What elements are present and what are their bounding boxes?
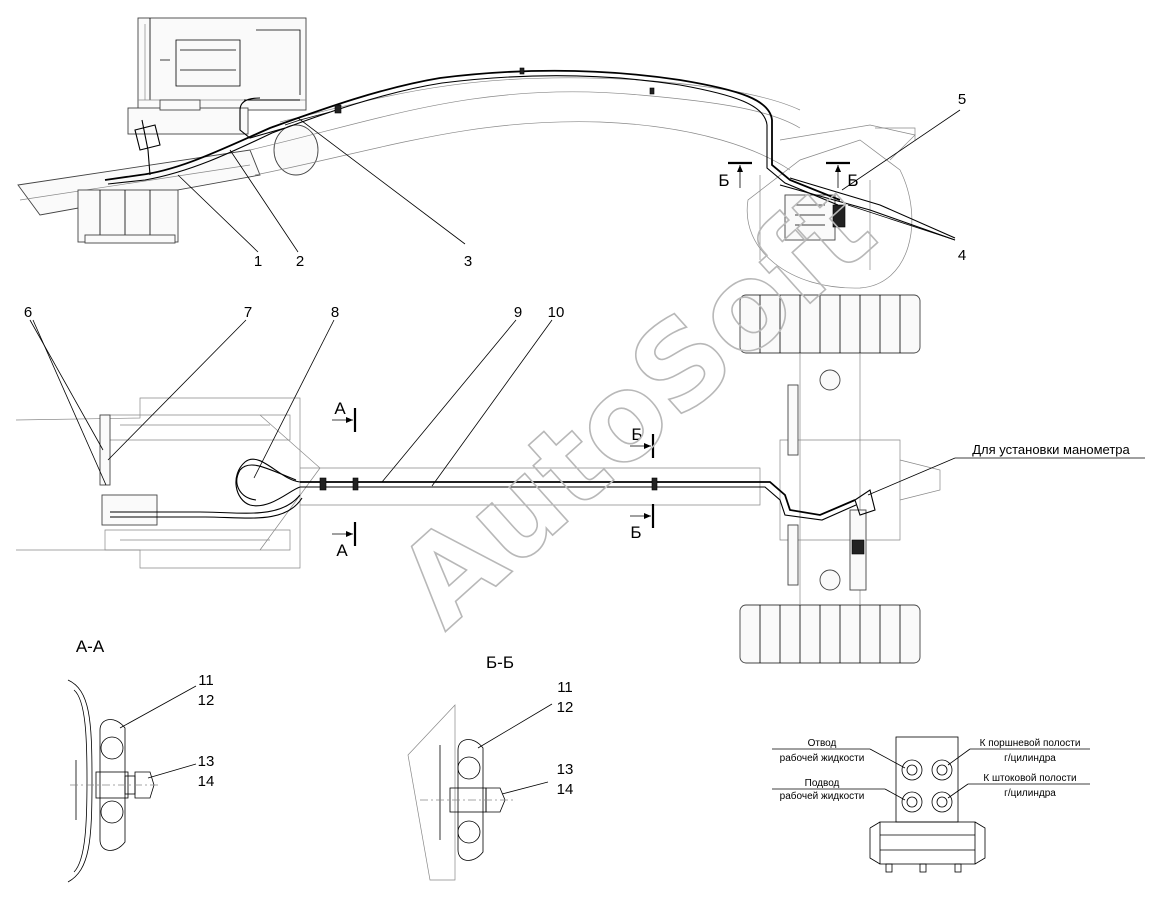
outlet-label-line1: Отвод <box>808 738 837 749</box>
bb-callout-14: 14 <box>557 781 574 798</box>
section-aa-detail <box>67 679 197 883</box>
plan-front-frame <box>15 397 761 569</box>
side-leaders <box>177 109 961 253</box>
callout-1: 1 <box>254 253 262 270</box>
main-frame <box>249 77 801 176</box>
manometer-label: Для установки манометра <box>972 442 1130 457</box>
plan-view <box>15 294 1145 664</box>
aa-callout-12: 12 <box>198 692 215 709</box>
bb-callout-12: 12 <box>557 699 574 716</box>
aa-callout-14: 14 <box>198 773 215 790</box>
rear-axle <box>739 294 941 664</box>
callout-8: 8 <box>331 304 339 321</box>
callout-9: 9 <box>514 304 522 321</box>
callout-4: 4 <box>958 247 966 264</box>
section-letter-b-side-right: Б <box>847 171 858 190</box>
cab <box>127 17 307 135</box>
outlet-label-line2: рабочей жидкости <box>780 752 865 764</box>
section-letter-a-top: А <box>334 399 346 418</box>
aa-callout-13: 13 <box>198 753 215 770</box>
section-titles: А-А Б-Б <box>76 637 514 672</box>
side-hoses <box>104 67 956 241</box>
callout-5: 5 <box>958 91 966 108</box>
callout-6: 6 <box>24 304 32 321</box>
aa-callout-11: 11 <box>198 672 214 689</box>
bb-callout-13: 13 <box>557 761 574 778</box>
section-title-aa: А-А <box>76 637 105 656</box>
section-letter-a-bottom: А <box>336 541 348 560</box>
rod-label-line1: К штоковой полости <box>983 773 1076 784</box>
callout-numbers: 1 2 3 4 5 6 7 8 9 10 11 12 13 14 11 12 1… <box>24 91 966 798</box>
side-view <box>17 17 961 289</box>
section-letter-b-plan-top: Б <box>631 425 642 444</box>
valve-block-detail <box>772 736 1090 873</box>
front-frame <box>17 124 319 244</box>
section-marks-side <box>728 161 850 188</box>
piston-label-line2: г/цилиндра <box>1004 753 1056 764</box>
inlet-label-line2: рабочей жидкости <box>780 790 865 802</box>
detail-labels: Для установки манометра Отвод рабочей жи… <box>780 442 1131 802</box>
callout-10: 10 <box>548 304 565 321</box>
section-letter-b-plan-bottom: Б <box>630 523 641 542</box>
section-letter-b-side-left: Б <box>718 171 729 190</box>
section-letters: Б Б А А Б Б <box>334 171 858 560</box>
section-title-bb: Б-Б <box>486 653 514 672</box>
section-bb-detail <box>407 703 553 881</box>
callout-7: 7 <box>244 304 252 321</box>
rear-housing <box>746 124 916 289</box>
section-marks-plan <box>332 408 655 546</box>
plan-leaders <box>29 319 1145 496</box>
plan-hoses <box>110 458 876 521</box>
callout-3: 3 <box>464 253 472 270</box>
inlet-label-line1: Подвод <box>805 778 840 789</box>
rod-label-line2: г/цилиндра <box>1004 788 1056 799</box>
bb-callout-11: 11 <box>557 679 573 696</box>
callout-2: 2 <box>296 253 304 270</box>
piston-label-line1: К поршневой полости <box>980 738 1081 749</box>
